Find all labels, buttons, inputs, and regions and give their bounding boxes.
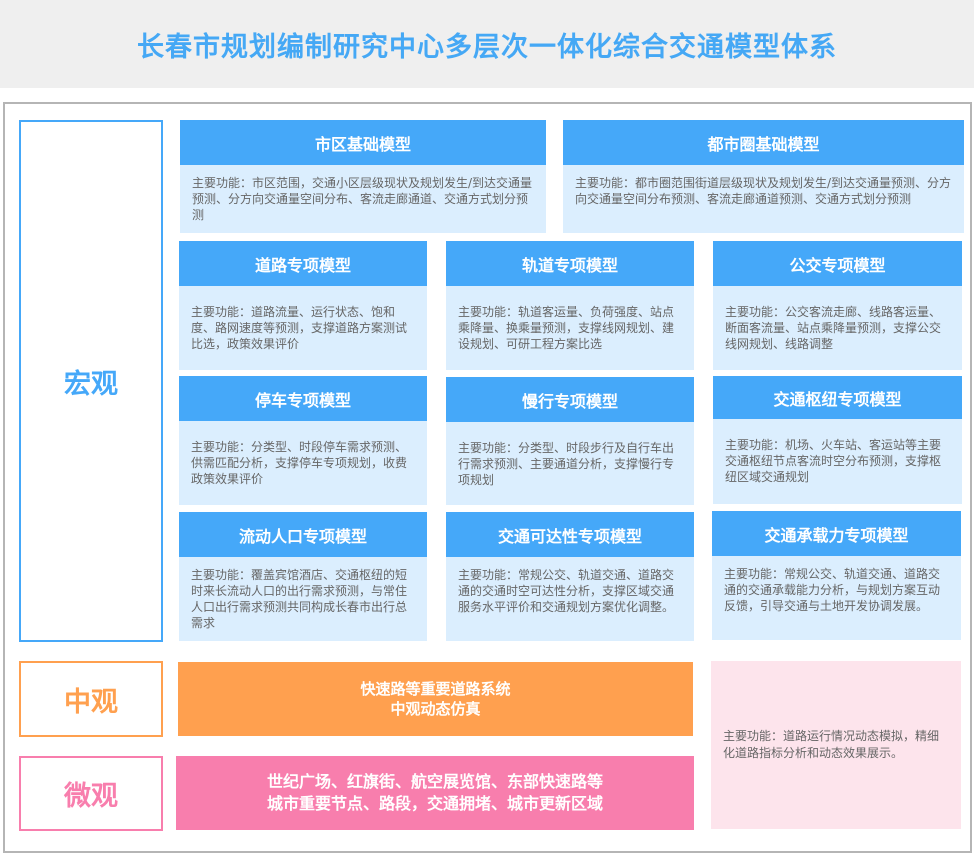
card-title: 流动人口专项模型 (179, 512, 427, 557)
card-title: 都市圈基础模型 (563, 120, 964, 165)
card-desc: 主要功能：市区范围，交通小区层级现状及规划发生/到达交通量预测、分方向交通量空间… (192, 176, 533, 222)
meso-line-2: 中观动态仿真 (390, 700, 481, 718)
simulation-note-text: 主要功能：道路运行情况动态模拟，精细化道路指标分析和动态效果展示。 (723, 729, 940, 760)
micro-line-2: 城市重要节点、路段，交通拥堵、城市更新区域 (266, 794, 603, 813)
model-card: 停车专项模型主要功能：分类型、时段停车需求预测、供需匹配分析，支撑停车专项规划，… (179, 376, 427, 505)
simulation-note: 主要功能：道路运行情况动态模拟，精细化道路指标分析和动态效果展示。 (711, 661, 961, 829)
card-title: 公交专项模型 (713, 241, 962, 286)
model-card: 市区基础模型主要功能：市区范围，交通小区层级现状及规划发生/到达交通量预测、分方… (180, 120, 546, 233)
card-desc: 主要功能：分类型、时段停车需求预测、供需匹配分析，支撑停车专项规划，收费政策效果… (191, 440, 408, 486)
model-card: 交通承载力专项模型主要功能：常规公交、轨道交通、道路交通的交通承载能力分析，与规… (712, 511, 961, 640)
card-title: 交通枢纽专项模型 (713, 376, 962, 419)
card-title: 交通可达性专项模型 (446, 512, 694, 557)
card-desc: 主要功能：分类型、时段步行及自行车出行需求预测、主要通道分析，支撑慢行专项规划 (458, 441, 675, 487)
model-card: 交通枢纽专项模型主要功能：机场、火车站、客运站等主要交通枢纽节点客流时空分布预测… (713, 376, 962, 504)
level-macro: 宏观 (19, 120, 163, 642)
card-desc: 主要功能：道路流量、运行状态、饱和度、路网速度等预测，支撑道路方案测试比选，政策… (191, 305, 408, 351)
meso-simulation-bar: 快速路等重要道路系统 中观动态仿真 (178, 662, 693, 736)
card-desc: 主要功能：机场、火车站、客运站等主要交通枢纽节点客流时空分布预测，支撑枢纽区域交… (725, 438, 942, 484)
model-card: 公交专项模型主要功能：公交客流走廊、线路客运量、断面客流量、站点乘降量预测，支撑… (713, 241, 962, 370)
micro-area-bar: 世纪广场、红旗街、航空展览馆、东部快速路等 城市重要节点、路段，交通拥堵、城市更… (176, 756, 694, 830)
card-title: 道路专项模型 (179, 241, 427, 286)
title-bar: 长春市规划编制研究中心多层次一体化综合交通模型体系 (0, 0, 974, 88)
card-title: 停车专项模型 (179, 376, 427, 421)
model-card: 都市圈基础模型主要功能：都市圈范围街道层级现状及规划发生/到达交通量预测、分方向… (563, 120, 964, 233)
card-title: 交通承载力专项模型 (712, 511, 961, 556)
card-desc: 主要功能：公交客流走廊、线路客运量、断面客流量、站点乘降量预测，支撑公交线网规划… (725, 305, 942, 351)
card-desc: 主要功能：覆盖宾馆酒店、交通枢纽的短时来长流动人口的出行需求预测，与常住人口出行… (191, 568, 408, 630)
model-card: 流动人口专项模型主要功能：覆盖宾馆酒店、交通枢纽的短时来长流动人口的出行需求预测… (179, 512, 427, 641)
card-title: 轨道专项模型 (446, 241, 694, 286)
card-desc: 主要功能：都市圈范围街道层级现状及规划发生/到达交通量预测、分方向交通量空间分布… (575, 176, 952, 206)
card-title: 市区基础模型 (180, 120, 546, 165)
level-meso: 中观 (19, 661, 163, 737)
meso-line-1: 快速路等重要道路系统 (360, 680, 511, 698)
level-micro: 微观 (19, 756, 163, 831)
card-desc: 主要功能：轨道客运量、负荷强度、站点乘降量、换乘量预测，支撑线网规划、建设规划、… (458, 305, 675, 351)
card-desc: 主要功能：常规公交、轨道交通、道路交通的交通承载能力分析，与规划方案互动反馈，引… (724, 567, 941, 613)
model-card: 慢行专项模型主要功能：分类型、时段步行及自行车出行需求预测、主要通道分析，支撑慢… (446, 377, 694, 505)
model-card: 交通可达性专项模型主要功能：常规公交、轨道交通、道路交通的交通时空可达性分析，支… (446, 512, 694, 641)
model-card: 道路专项模型主要功能：道路流量、运行状态、饱和度、路网速度等预测，支撑道路方案测… (179, 241, 427, 370)
card-title: 慢行专项模型 (446, 377, 694, 422)
page-title: 长春市规划编制研究中心多层次一体化综合交通模型体系 (137, 31, 837, 63)
micro-line-1: 世纪广场、红旗街、航空展览馆、东部快速路等 (266, 772, 603, 791)
model-card: 轨道专项模型主要功能：轨道客运量、负荷强度、站点乘降量、换乘量预测，支撑线网规划… (446, 241, 694, 370)
card-desc: 主要功能：常规公交、轨道交通、道路交通的交通时空可达性分析，支撑区域交通服务水平… (458, 568, 675, 614)
